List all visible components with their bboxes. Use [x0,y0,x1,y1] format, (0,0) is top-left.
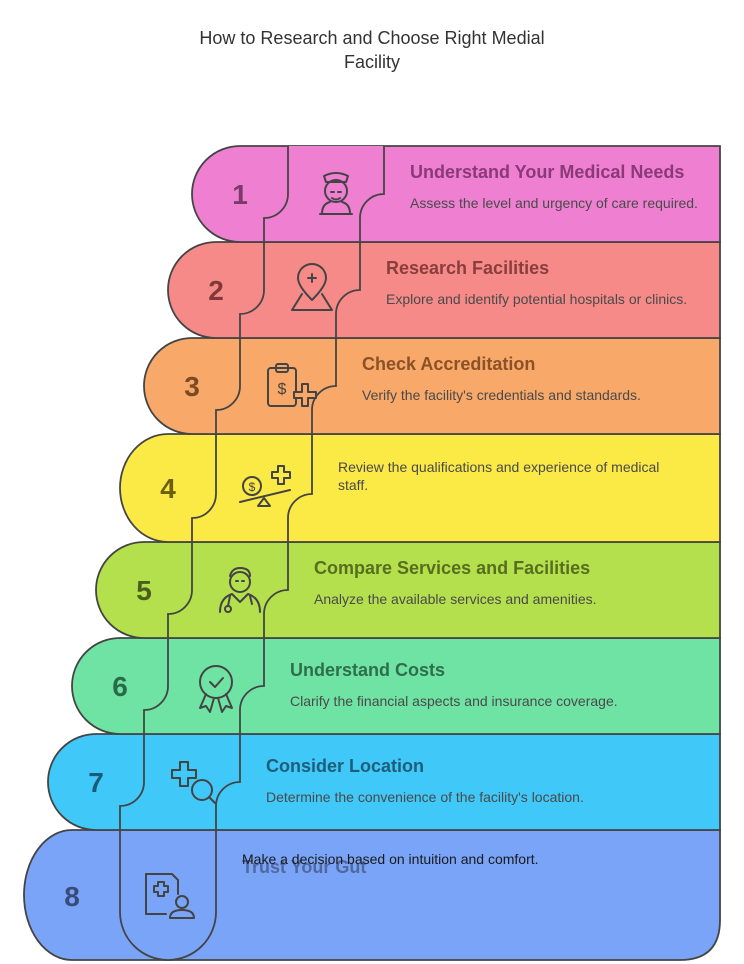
badge-icon [199,665,233,713]
step-7-title: Research Facilities [386,258,550,278]
step-6-desc: Verify the facility's credentials and st… [362,387,641,403]
step-1-title: Trust Your Gut [242,857,367,877]
step-3-title: Understand Costs [290,660,446,680]
step-6-title: Check Accreditation [362,354,536,374]
step-3 [71,637,721,735]
title-line-2: Facility [343,52,400,72]
step-8-text: Understand Your Medical Needs Assess the… [410,160,740,212]
step-5-desc: Review the qualifications and experience… [338,459,660,493]
step-4-desc: Analyze the available services and ameni… [314,591,597,607]
step-2-title: Consider Location [266,756,425,776]
step-1-number: 8 [64,881,80,912]
step-2-text: Consider Location Determine the convenie… [266,754,596,806]
step-7-number: 2 [208,275,224,306]
svg-text:$: $ [249,480,256,494]
step-7-text: Research Facilities Explore and identify… [386,256,716,308]
diagram-title: How to Research and Choose Right Medial … [0,26,744,74]
step-2 [47,733,721,831]
step-4-text: Compare Services and Facilities Analyze … [314,556,644,608]
title-line-1: How to Research and Choose Right Medial [199,28,545,48]
step-2-number: 7 [88,767,104,798]
step-3-text: Understand Costs Clarify the financial a… [290,658,620,710]
doctor-icon [219,567,261,613]
step-8-number: 1 [232,179,248,210]
location-pin-icon [291,263,333,311]
step-5 [119,433,721,543]
step-6-text: Check Accreditation Verify the facility'… [362,352,692,404]
step-6-number: 3 [184,371,200,402]
step-5-text: Review the qualifications and experience… [338,448,668,494]
patient-record-icon [145,873,195,919]
step-7-desc: Explore and identify potential hospitals… [386,291,688,307]
search-medical-icon [171,761,216,804]
step-4-number: 5 [136,575,152,606]
nurse-icon [319,172,353,215]
step-3-desc: Clarify the financial aspects and insura… [290,693,618,709]
step-5-number: 4 [160,473,176,504]
step-8-desc: Assess the level and urgency of care req… [410,195,698,211]
step-8-title: Understand Your Medical Needs [410,162,685,182]
clipboard-cost-icon: $ [267,363,317,407]
step-4-title: Compare Services and Facilities [314,558,591,578]
step-1-desc: Make a decision based on intuition and c… [242,851,539,867]
svg-text:$: $ [278,381,287,398]
balance-scale-icon: $ [239,465,291,507]
step-4 [95,541,721,639]
step-8 [191,145,721,243]
step-2-desc: Determine the convenience of the facilit… [266,789,584,805]
step-6 [143,337,721,435]
step-1 [23,829,721,961]
step-3-number: 6 [112,671,128,702]
